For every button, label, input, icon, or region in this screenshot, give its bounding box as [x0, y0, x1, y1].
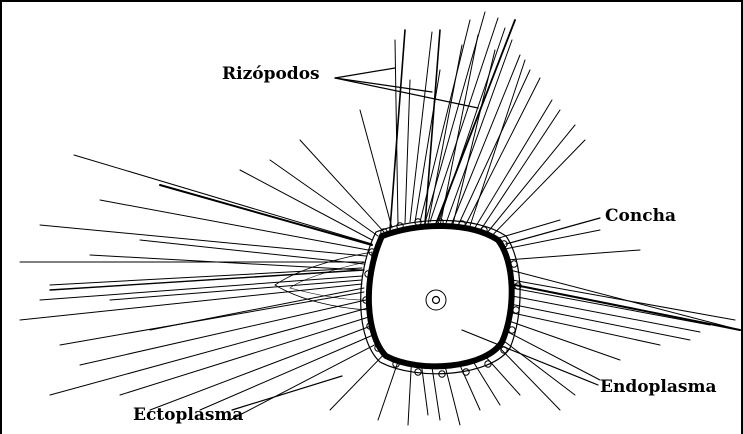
leader-rizopodos: [335, 68, 395, 78]
pseudopod-bundle: [510, 284, 740, 330]
pseudopod-line: [428, 45, 462, 224]
pseudopod-line: [450, 55, 520, 228]
pseudopod-line: [430, 18, 498, 222]
pseudopod-line: [74, 155, 372, 244]
label-ectoplasma: Ectoplasma: [133, 405, 243, 425]
leader-ectoplasma: [232, 376, 342, 410]
pseudopod-line: [405, 80, 410, 224]
pseudopod-line: [492, 220, 560, 240]
pseudopod-line: [80, 300, 366, 365]
pseudopod-line: [20, 284, 362, 320]
pseudopod-line: [512, 296, 700, 332]
pseudopod-line: [512, 280, 735, 320]
pseudopod-line: [504, 330, 600, 380]
pseudopod-line: [100, 200, 368, 250]
pseudopod-line: [410, 32, 432, 222]
leader-rizopodos: [335, 78, 478, 108]
label-rizopodos: Rizópodos: [222, 64, 320, 84]
pseudopod-line: [200, 332, 380, 410]
pseudopod-bundle: [160, 185, 372, 245]
shell-outline: [369, 226, 512, 366]
pseudopod-line: [50, 308, 368, 395]
pseudopod-bundle: [50, 270, 364, 290]
pseudopod-line: [230, 340, 384, 420]
pseudopod-line: [50, 268, 362, 285]
pseudopod-line: [140, 240, 364, 264]
label-endoplasma: Endoplasma: [600, 377, 716, 397]
label-concha: Concha: [605, 206, 676, 226]
shell-granule: [509, 327, 515, 333]
pseudopod-line: [270, 160, 378, 236]
leader-rizopodos: [335, 78, 432, 92]
pseudopod-line: [506, 250, 640, 260]
shell-granule: [513, 307, 519, 313]
pseudopod-line: [452, 50, 495, 228]
